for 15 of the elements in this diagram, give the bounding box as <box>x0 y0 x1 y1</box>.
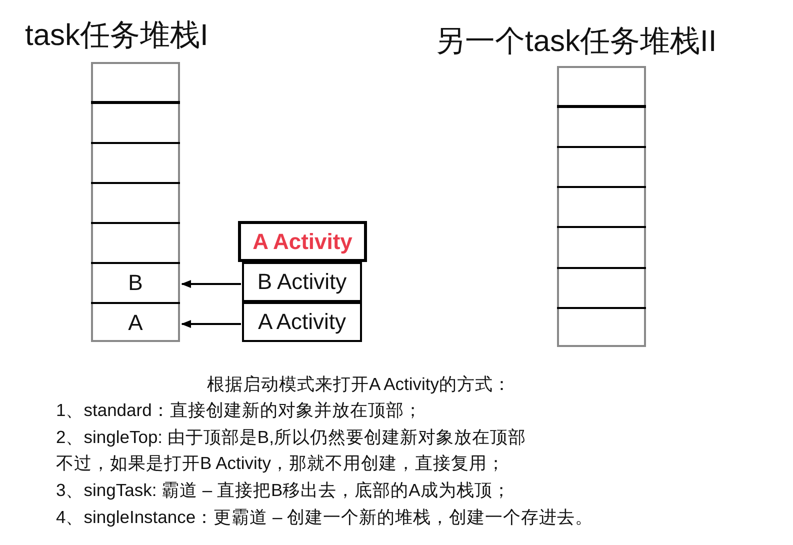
stack-title: task任务堆栈I <box>25 18 208 54</box>
activity-box: A Activity <box>238 221 367 262</box>
stack-cell: A <box>91 302 180 342</box>
activity-box: A Activity <box>242 302 362 342</box>
note-line: 2、singleTop: 由于顶部是B,所以仍然要创建新对象放在顶部 <box>56 426 526 449</box>
arrow <box>181 280 241 288</box>
stack-title: 另一个task任务堆栈II <box>435 24 717 60</box>
note-line: 1、standard：直接创建新的对象并放在顶部； <box>56 399 422 422</box>
note-line: 4、singleInstance：更霸道 – 创建一个新的堆栈，创建一个存进去。 <box>56 506 594 529</box>
stack-cell: B <box>91 262 180 302</box>
note-line: 不过，如果是打开B Activity，那就不用创建，直接复用； <box>56 452 505 475</box>
note-heading: 根据启动模式来打开A Activity的方式： <box>207 373 512 396</box>
activity-box: B Activity <box>242 262 362 302</box>
arrow <box>181 320 241 328</box>
note-line: 3、singTask: 霸道 – 直接把B移出去，底部的A成为栈顶； <box>56 479 510 502</box>
